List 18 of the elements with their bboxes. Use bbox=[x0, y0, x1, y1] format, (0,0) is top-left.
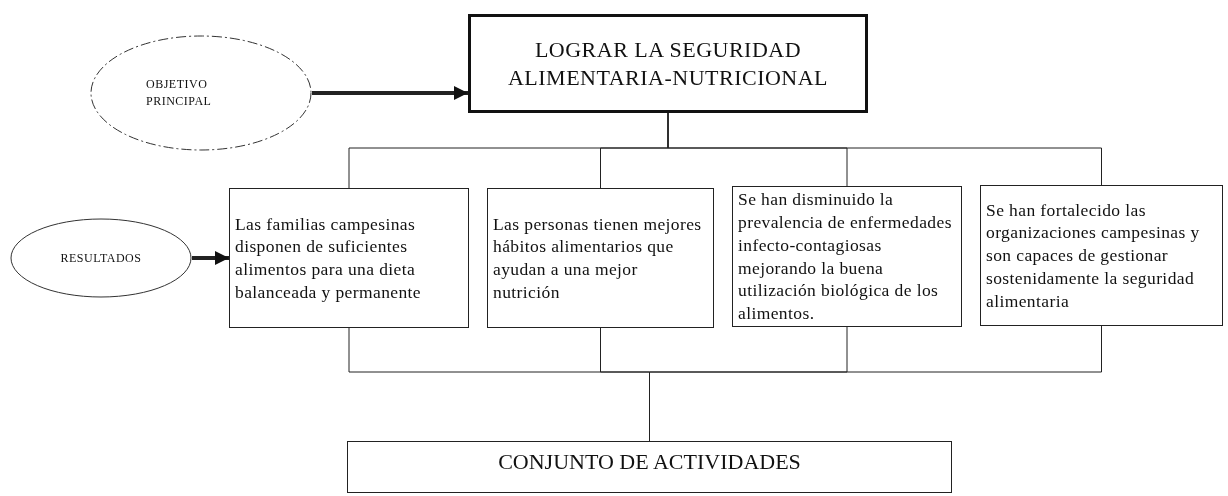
ellipse-node bbox=[90, 35, 312, 151]
result-text: Se han fortalecido las organizaciones campesinas y son capaces de gestionar sostenidamente la seguridad alimentaria bbox=[986, 198, 1201, 313]
ellipse-label: RESULTADOS bbox=[60, 249, 142, 267]
heading-text: CONJUNTO DE ACTIVIDADES bbox=[498, 448, 801, 476]
result-text: Las familias campesinas disponen de suficientes alimentos para una dieta balanceada y permanente bbox=[235, 212, 423, 304]
result-box bbox=[229, 188, 469, 328]
arrow bbox=[312, 86, 468, 100]
activities-box bbox=[347, 441, 952, 493]
ellipse-label: OBJETIVO PRINCIPAL bbox=[146, 76, 213, 110]
heading-text: LOGRAR LA SEGURIDAD ALIMENTARIA-NUTRICIONAL bbox=[506, 36, 830, 91]
result-text: Las personas tienen mejores hábitos alimentarios que ayudan a una mejor nutrición bbox=[493, 212, 703, 304]
ellipse-node bbox=[10, 218, 192, 298]
result-text: Se han disminuido la prevalencia de enfermedades infecto-contagiosas mejorando la buena utilización biológica de los alimentos. bbox=[738, 188, 953, 325]
connector-line bbox=[667, 112, 1102, 186]
result-box bbox=[980, 185, 1223, 326]
goal-box bbox=[468, 14, 868, 113]
arrow bbox=[192, 251, 229, 265]
result-box bbox=[487, 188, 714, 328]
